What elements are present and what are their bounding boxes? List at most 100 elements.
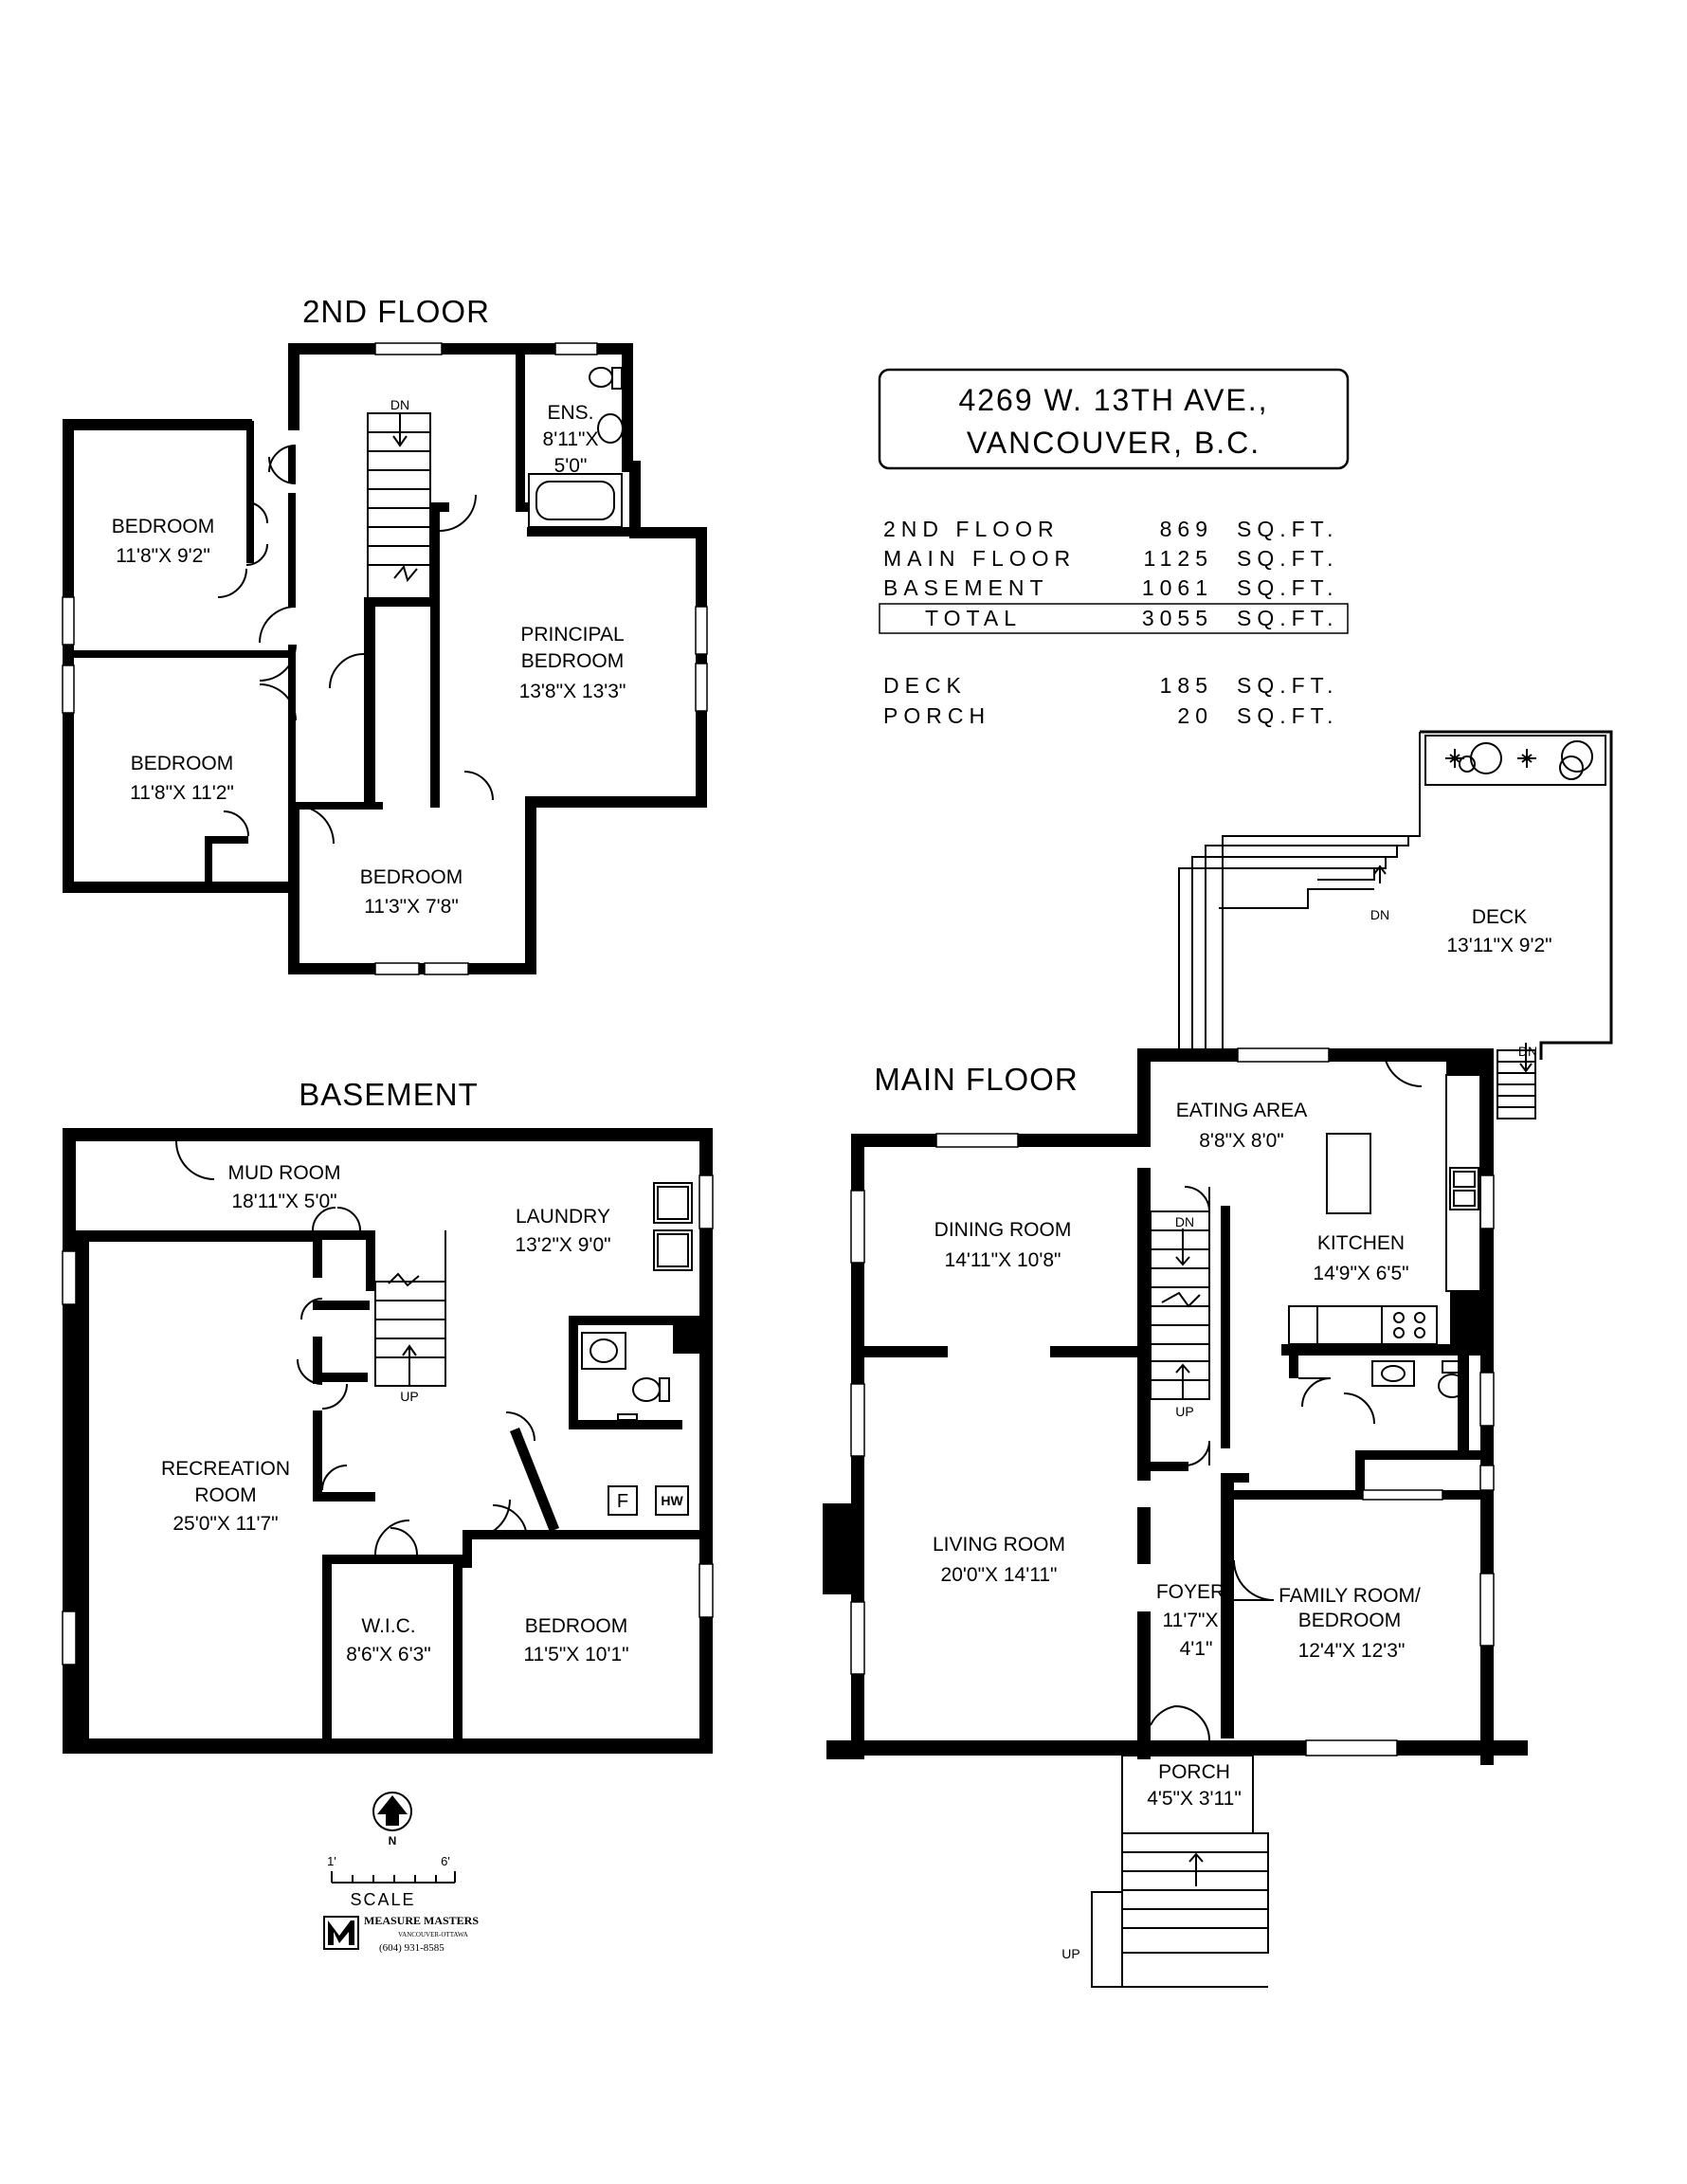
b-laundry-name: LAUNDRY	[516, 1206, 610, 1228]
m-family-name2: BEDROOM	[1298, 1610, 1402, 1631]
m-eating-dim: 8'8"X 8'0"	[1199, 1130, 1284, 1152]
north-label: N	[389, 1834, 397, 1847]
s-bedroom2-dim: 11'8"X 11'2"	[130, 782, 234, 804]
scale-max: 6'	[441, 1854, 450, 1868]
m-dining-name: DINING ROOM	[934, 1219, 1072, 1241]
scale-bar: 1' 6' SCALE	[327, 1854, 456, 1909]
main-floor-windows	[850, 1047, 1495, 1756]
m-kitchen-dim: 14'9"X 6'5"	[1313, 1263, 1408, 1284]
s-principal-name1: PRINCIPAL	[520, 624, 624, 646]
b-bedroom-name: BEDROOM	[525, 1615, 628, 1637]
b-recroom-dim: 25'0"X 11'7"	[172, 1513, 278, 1535]
area-unit-basement: SQ.FT.	[1237, 575, 1339, 600]
basement-stair	[374, 1230, 446, 1387]
m-foyer-dim2: 4'1"	[1180, 1638, 1213, 1660]
m-living-dim: 20'0"X 14'11"	[941, 1564, 1058, 1586]
m-foyer-name: FOYER	[1156, 1581, 1224, 1603]
basement-plan: BASEMENT	[62, 1077, 714, 1754]
kitchen-fixtures	[1150, 1047, 1481, 1741]
b-mudroom-name: MUD ROOM	[228, 1162, 341, 1184]
area-unit-porch: SQ.FT.	[1237, 703, 1339, 728]
area-label-porch: PORCH	[883, 703, 990, 728]
address-line2: VANCOUVER, B.C.	[967, 426, 1261, 460]
s-bedroom1-dim: 11'8"X 9'2"	[116, 545, 210, 567]
m-deck-name: DECK	[1472, 906, 1527, 928]
basement-doors	[175, 1140, 535, 1556]
area-summary: 2ND FLOOR 869 SQ.FT. MAIN FLOOR 1125 SQ.…	[879, 517, 1349, 728]
area-label-2nd: 2ND FLOOR	[883, 517, 1060, 541]
scale-min: 1'	[327, 1854, 336, 1868]
area-value-2nd: 869	[1160, 517, 1213, 541]
b-recroom-name2: ROOM	[194, 1484, 256, 1506]
basement-windows	[62, 1174, 714, 1665]
area-unit-deck: SQ.FT.	[1237, 673, 1339, 698]
area-unit-main: SQ.FT.	[1237, 546, 1339, 571]
m-family-dim: 12'4"X 12'3"	[1298, 1640, 1406, 1662]
s-bedroom1-name: BEDROOM	[112, 516, 215, 537]
porch: UP PORCH 4'5"X 3'11"	[1061, 1755, 1269, 1988]
second-floor-plan: 2ND FLOOR	[62, 294, 708, 975]
main-stair-up: UP	[1175, 1404, 1193, 1419]
area-value-basement: 1061	[1142, 575, 1213, 600]
s-principal-dim: 13'8"X 13'3"	[519, 681, 626, 702]
deck-stair2-dn: DN	[1518, 1044, 1537, 1059]
m-living-name: LIVING ROOM	[933, 1534, 1065, 1556]
b-wic-name: W.I.C.	[361, 1615, 415, 1637]
area-label-main: MAIN FLOOR	[883, 546, 1076, 571]
m-porch-name: PORCH	[1158, 1761, 1230, 1783]
b-bedroom-dim: 11'5"X 10'1"	[523, 1644, 628, 1665]
main-floor-title: MAIN FLOOR	[874, 1062, 1078, 1097]
b-wic-dim: 8'6"X 6'3"	[346, 1644, 431, 1665]
s-principal-name2: BEDROOM	[521, 650, 625, 672]
area-value-main: 1125	[1144, 546, 1213, 571]
m-dining-dim: 14'11"X 10'8"	[945, 1249, 1061, 1271]
basement-fixtures	[581, 1182, 693, 1516]
m-kitchen-name: KITCHEN	[1317, 1232, 1405, 1254]
b-recroom-name1: RECREATION	[161, 1458, 290, 1480]
main-floor-stair	[1150, 1186, 1210, 1466]
address-line1: 4269 W. 13TH AVE.,	[958, 383, 1268, 417]
main-stair-dn: DN	[1175, 1214, 1194, 1229]
s-ensuite-dim2: 5'0"	[554, 455, 588, 477]
measure-masters-logo: MEASURE MASTERS VANCOUVER-OTTAWA (604) 9…	[323, 1914, 479, 1954]
basement-stair-up: UP	[400, 1389, 418, 1404]
basement-title: BASEMENT	[299, 1077, 479, 1112]
second-floor-title: 2ND FLOOR	[302, 294, 490, 329]
logo-phone: (604) 931-8585	[379, 1942, 444, 1954]
planter-plants	[1445, 740, 1593, 780]
second-floor-walls	[63, 343, 707, 974]
s-bedroom3-name: BEDROOM	[360, 866, 463, 888]
porch-stair-up: UP	[1061, 1946, 1079, 1961]
hot-water-marker: HW	[661, 1493, 683, 1508]
area-label-deck: DECK	[883, 673, 967, 698]
logo-tagline: VANCOUVER-OTTAWA	[398, 1931, 468, 1938]
area-value-porch: 20	[1177, 703, 1213, 728]
b-mudroom-dim: 18'11"X 5'0"	[231, 1191, 336, 1212]
total-box	[879, 603, 1349, 634]
m-foyer-dim1: 11'7"X	[1163, 1610, 1219, 1631]
m-eating-name: EATING AREA	[1176, 1100, 1307, 1121]
second-floor-stair-dn: DN	[390, 397, 409, 412]
deck: DN DN DECK 13'11"X 9	[1178, 730, 1613, 1119]
s-bedroom2-name: BEDROOM	[131, 753, 234, 774]
s-ensuite-dim1: 8'11"X	[543, 428, 599, 450]
s-ensuite-name: ENS.	[547, 402, 593, 424]
area-unit-2nd: SQ.FT.	[1237, 517, 1339, 541]
address-box	[878, 368, 1350, 470]
m-porch-dim: 4'5"X 3'11"	[1147, 1788, 1242, 1810]
area-label-basement: BASEMENT	[883, 575, 1049, 600]
s-bedroom3-dim: 11'3"X 7'8"	[364, 896, 459, 918]
area-value-deck: 185	[1160, 673, 1213, 698]
area-unit-total: SQ.FT.	[1237, 606, 1339, 630]
second-floor-stair: DN	[367, 397, 431, 600]
furnace-marker: F	[617, 1491, 628, 1512]
main-floor-plan: MAIN FLOOR DN DN	[823, 730, 1613, 1988]
second-floor-windows	[62, 342, 708, 975]
logo-name: MEASURE MASTERS	[364, 1914, 479, 1927]
north-arrow: N	[372, 1792, 412, 1847]
m-family-name1: FAMILY ROOM/	[1279, 1585, 1421, 1607]
deck-stair-dn: DN	[1370, 907, 1389, 922]
second-floor-doors	[217, 445, 494, 845]
